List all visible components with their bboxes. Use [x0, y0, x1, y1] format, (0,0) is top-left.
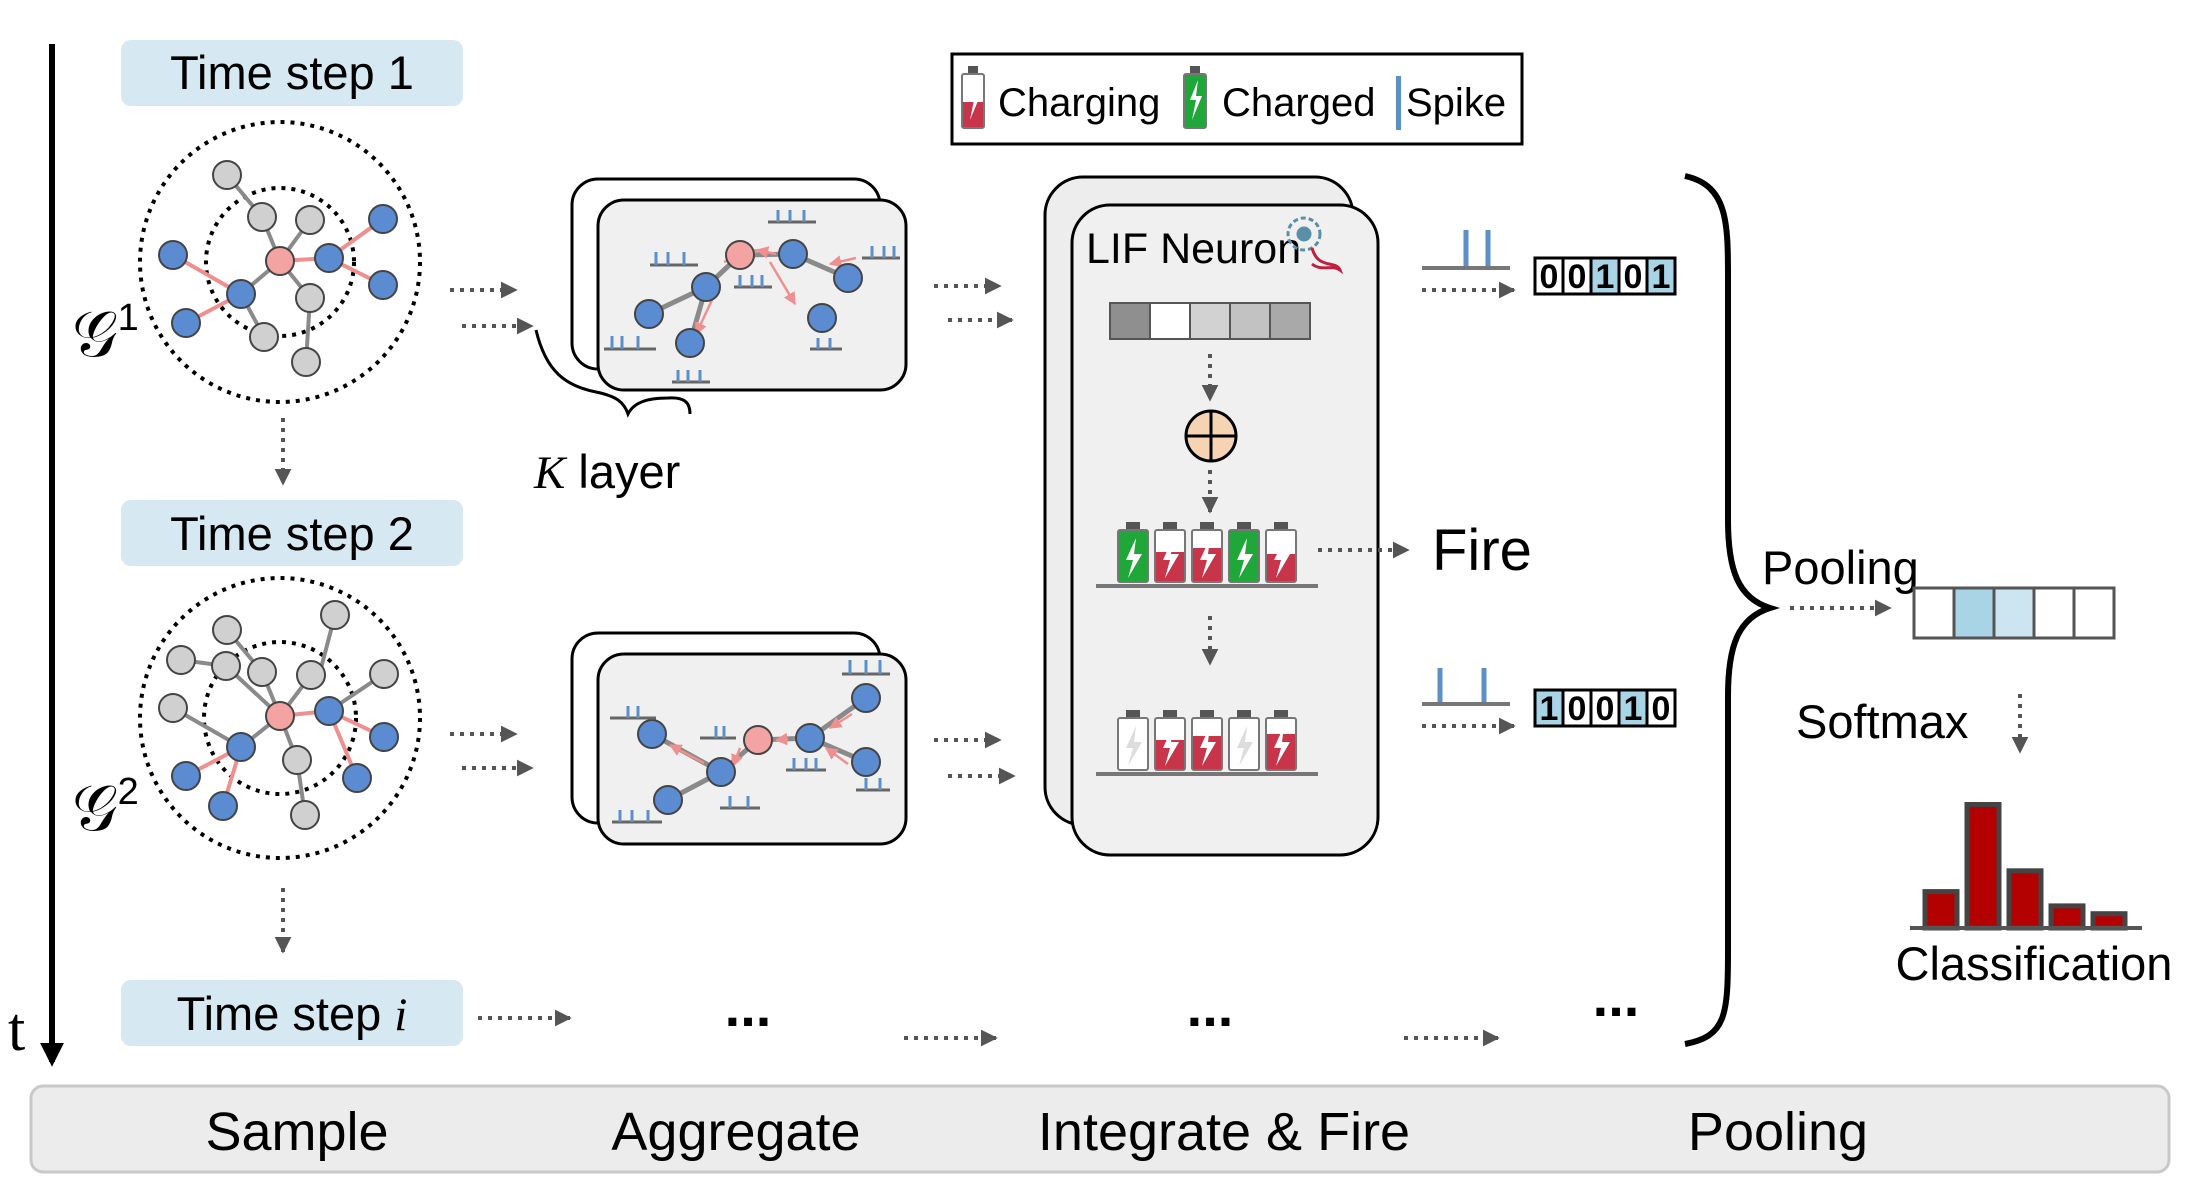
time-step-i-label: Time step i	[177, 987, 408, 1041]
pooled-vector	[1912, 586, 2116, 640]
aggregate-to-lif-arrows	[904, 277, 1016, 1047]
neuron-icon	[1286, 216, 1344, 275]
battery-row-2	[1096, 710, 1318, 776]
classification-bar	[2006, 868, 2044, 931]
classification-label: Classification	[1896, 937, 2173, 990]
spike-icon	[1396, 76, 1401, 130]
spike-bit: 1	[1652, 258, 1671, 296]
spike-bit: 0	[1652, 690, 1671, 728]
legend-charging-label: Charging	[998, 81, 1160, 125]
k-layer-brace	[534, 329, 692, 418]
graph-2-label: 𝒢2	[72, 771, 139, 844]
graph-1-label: 𝒢1	[72, 297, 139, 370]
legend: Charging Charged Spike	[950, 52, 1524, 146]
stage-sample: Sample	[205, 1102, 388, 1162]
aggregate-box-2	[570, 631, 908, 846]
stage-aggregate: Aggregate	[611, 1102, 860, 1162]
spike-bit: 0	[1568, 690, 1587, 728]
stage-pooling: Pooling	[1688, 1102, 1868, 1162]
pooling-label: Pooling	[1762, 541, 1919, 594]
time-axis-label: t	[8, 996, 25, 1064]
sample-to-aggregate-arrows	[450, 281, 572, 1027]
classification-bar	[1964, 802, 2002, 931]
spike-bit: 1	[1624, 690, 1643, 728]
ellipsis-output: ...	[1593, 965, 1640, 1028]
stage-integrate-fire: Integrate & Fire	[1038, 1102, 1410, 1162]
time-step-2-badge	[121, 500, 463, 566]
membrane-input-vector	[1109, 302, 1311, 340]
spike-bit: 1	[1540, 690, 1559, 728]
legend-charged-label: Charged	[1222, 81, 1375, 125]
ellipsis-aggregate: ...	[725, 975, 772, 1038]
classification-bar	[1922, 889, 1960, 931]
charging-battery-icon	[961, 66, 985, 129]
spike-bit: 0	[1596, 690, 1615, 728]
battery-row-1	[1096, 522, 1318, 588]
softmax-label: Softmax	[1796, 695, 1968, 748]
charged-battery-icon	[1183, 66, 1207, 129]
legend-spike-label: Spike	[1406, 81, 1506, 125]
aggregate-box-1	[570, 177, 908, 392]
spike-bit: 0	[1624, 258, 1643, 296]
k-layer-label: K layer	[533, 445, 680, 499]
spike-train-bottom	[1422, 668, 1510, 706]
time-step-2-label: Time step 2	[170, 507, 414, 560]
spike-bit: 1	[1596, 258, 1615, 296]
spike-vector-top: 0 0 1 0 1	[1533, 256, 1677, 296]
classification-bars	[1922, 802, 2128, 931]
ellipsis-lif: ...	[1187, 975, 1234, 1038]
spike-bit: 0	[1568, 258, 1587, 296]
integrate-add-icon	[1184, 409, 1238, 463]
spike-vector-bottom: 1 0 0 1 0	[1533, 688, 1677, 728]
graph-2	[138, 576, 422, 860]
time-step-1-badge	[121, 40, 463, 106]
classification-bar	[2090, 911, 2128, 931]
fire-label: Fire	[1432, 518, 1532, 583]
time-step-i-badge	[121, 980, 463, 1046]
spike-bit: 0	[1540, 258, 1559, 296]
stage-bar	[29, 1084, 2171, 1174]
time-step-1-label: Time step 1	[170, 46, 414, 99]
classification-bar	[2048, 903, 2086, 931]
lif-neuron-title: LIF Neuron	[1086, 225, 1301, 273]
pooling-brace	[1684, 173, 1781, 1047]
graph-1	[138, 120, 422, 404]
spike-train-top	[1422, 230, 1510, 270]
